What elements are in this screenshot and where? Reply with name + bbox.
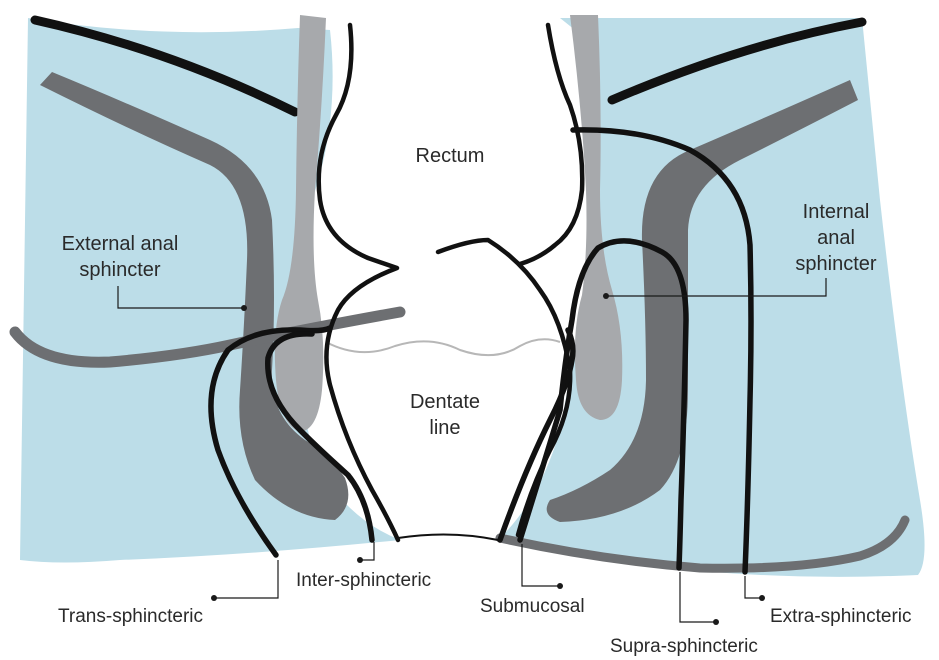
dot-internal-anal-sphincter bbox=[603, 293, 609, 299]
dot-external-anal-sphincter bbox=[241, 305, 247, 311]
leader-inter-sphincteric bbox=[360, 542, 374, 560]
label-external-anal-sphincter-1: External anal bbox=[62, 233, 179, 255]
label-supra-sphincteric: Supra-sphincteric bbox=[610, 636, 758, 657]
label-dentate-line-1: Dentate bbox=[410, 391, 480, 413]
label-internal-anal-sphincter-3: sphincter bbox=[795, 253, 876, 275]
anal-canal-right-wall bbox=[520, 25, 582, 264]
label-external-anal-sphincter-2: sphincter bbox=[79, 259, 160, 281]
right-tissue bbox=[498, 18, 925, 577]
dentate-line-wave bbox=[326, 339, 560, 355]
dot-inter-sphincteric bbox=[357, 557, 363, 563]
leader-trans-sphincteric bbox=[214, 560, 278, 598]
leader-supra-sphincteric bbox=[680, 572, 716, 622]
dot-supra-sphincteric bbox=[713, 619, 719, 625]
anal-verge bbox=[398, 534, 498, 540]
label-internal-anal-sphincter-2: anal bbox=[817, 227, 855, 249]
label-submucosal: Submucosal bbox=[480, 596, 585, 617]
label-internal-anal-sphincter-1: Internal bbox=[803, 201, 870, 223]
label-trans-sphincteric: Trans-sphincteric bbox=[58, 606, 203, 627]
label-dentate-line-2: line bbox=[429, 417, 460, 439]
label-rectum: Rectum bbox=[416, 145, 485, 167]
leader-extra-sphincteric bbox=[745, 576, 762, 598]
dot-submucosal bbox=[557, 583, 563, 589]
label-extra-sphincteric: Extra-sphincteric bbox=[770, 606, 912, 627]
label-inter-sphincteric: Inter-sphincteric bbox=[296, 570, 431, 591]
dot-extra-sphincteric bbox=[759, 595, 765, 601]
dot-trans-sphincteric bbox=[211, 595, 217, 601]
